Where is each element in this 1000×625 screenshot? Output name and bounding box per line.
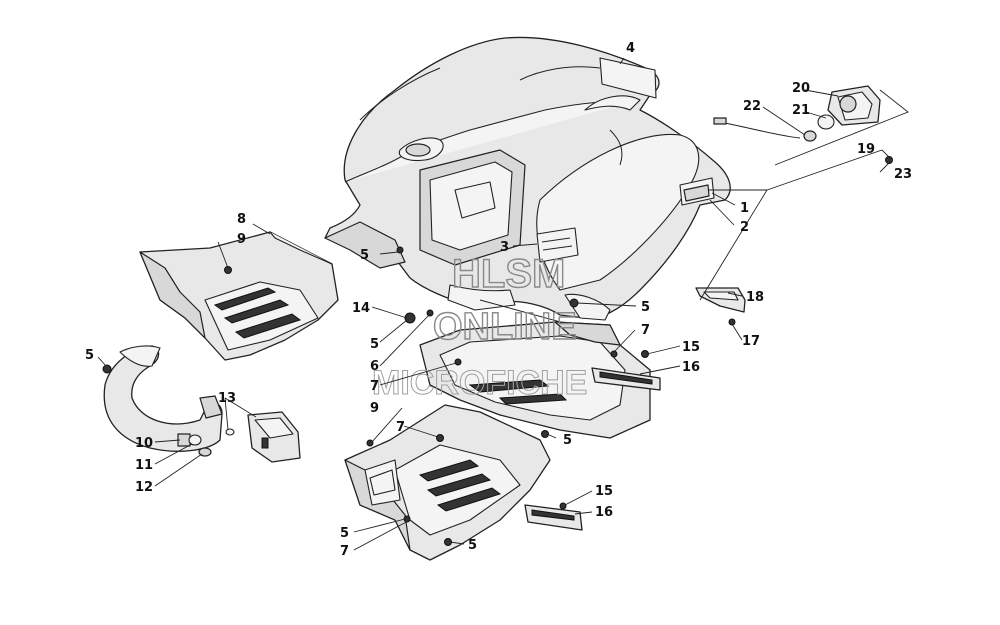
decal-3 bbox=[536, 227, 579, 263]
bracket-13 bbox=[247, 411, 301, 463]
callout-8: 8 bbox=[237, 212, 246, 227]
callout-1: 1 bbox=[740, 201, 749, 216]
watermark-line1: HLSM bbox=[452, 252, 565, 296]
callout-5-g: 5 bbox=[468, 538, 477, 553]
callout-9-a: 9 bbox=[237, 232, 246, 247]
tail-light bbox=[713, 85, 881, 142]
callout-7-d: 7 bbox=[340, 544, 349, 559]
watermark-line2: ONLINE bbox=[433, 306, 577, 348]
callout-5-a: 5 bbox=[360, 248, 369, 263]
decal-4 bbox=[599, 57, 657, 99]
callout-22: 22 bbox=[743, 99, 761, 114]
footrest-16-upper bbox=[591, 367, 661, 391]
callout-13: 13 bbox=[218, 391, 236, 406]
callout-15-a: 15 bbox=[682, 340, 700, 355]
callout-5-e: 5 bbox=[563, 433, 572, 448]
left-footwell bbox=[139, 231, 339, 361]
callout-18: 18 bbox=[746, 290, 764, 305]
watermark-line3: MICROFICHE bbox=[372, 364, 587, 402]
callout-7-b: 7 bbox=[641, 323, 650, 338]
callout-10: 10 bbox=[135, 436, 153, 451]
callout-21: 21 bbox=[792, 103, 810, 118]
callout-5-c: 5 bbox=[370, 337, 379, 352]
hardware-11-12 bbox=[177, 428, 235, 457]
callout-14: 14 bbox=[352, 301, 370, 316]
callout-15-b: 15 bbox=[595, 484, 613, 499]
callout-19: 19 bbox=[857, 142, 875, 157]
callout-5-f: 5 bbox=[340, 526, 349, 541]
callout-6: 6 bbox=[370, 359, 379, 374]
callout-16-b: 16 bbox=[595, 505, 613, 520]
callout-20: 20 bbox=[792, 81, 810, 96]
callout-labels: 4 1 2 3 5 8 9 5 14 5 6 7 5 7 15 16 10 11… bbox=[85, 41, 912, 559]
bracket-18 bbox=[695, 287, 746, 313]
rear-fender bbox=[324, 36, 731, 346]
callout-9-b: 9 bbox=[370, 401, 379, 416]
callout-23: 23 bbox=[894, 167, 912, 182]
callout-17: 17 bbox=[742, 334, 760, 349]
reflector-2 bbox=[683, 184, 710, 202]
callout-11: 11 bbox=[135, 458, 153, 473]
mud-flap bbox=[103, 345, 223, 452]
leader-lines bbox=[97, 57, 909, 551]
callout-3: 3 bbox=[500, 240, 509, 255]
callout-7-c: 7 bbox=[396, 420, 405, 435]
callout-7-a: 7 bbox=[370, 379, 379, 394]
callout-4: 4 bbox=[626, 41, 635, 56]
callout-2: 2 bbox=[740, 220, 749, 235]
callout-5-d: 5 bbox=[641, 300, 650, 315]
watermark: HLSM ONLINE MICROFICHE bbox=[372, 251, 588, 402]
callout-12: 12 bbox=[135, 480, 153, 495]
footrest-16-lower bbox=[524, 504, 583, 531]
fasteners bbox=[102, 156, 893, 546]
right-footwell bbox=[344, 404, 551, 561]
callout-16-a: 16 bbox=[682, 360, 700, 375]
callout-5-b: 5 bbox=[85, 348, 94, 363]
rear-lower-panel bbox=[419, 321, 651, 439]
